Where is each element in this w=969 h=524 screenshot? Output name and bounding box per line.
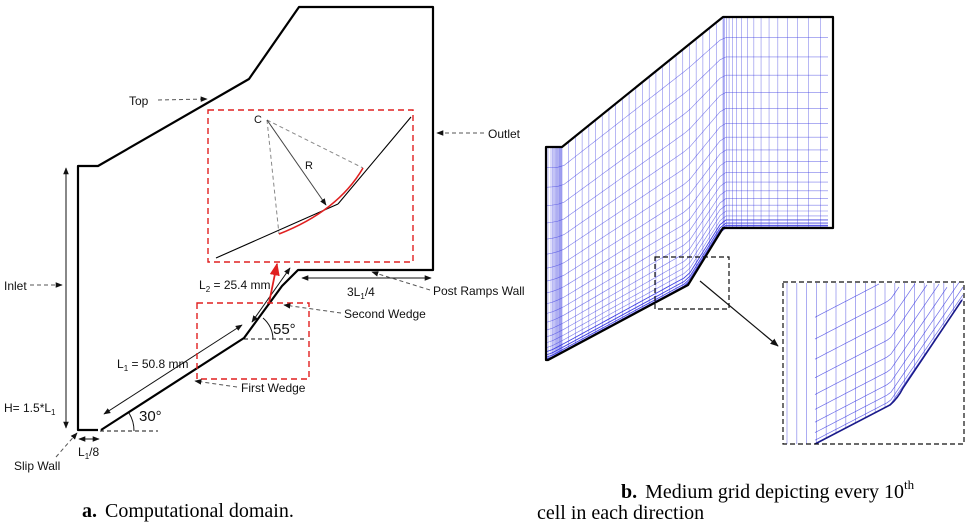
mesh-streamwise-line: [545, 198, 828, 331]
corner-zoom-inset: C R: [207, 109, 414, 263]
inset-second-wedge-line: [337, 116, 412, 205]
l1-dimension-arrow: [103, 324, 243, 415]
slip-wall-label: Slip Wall: [14, 459, 60, 473]
post-ramp-dimension-label: 3L1/4: [347, 285, 375, 301]
mesh-streamwise-line: [545, 172, 828, 305]
l1-dimension-label: L1 = 50.8 mm: [117, 357, 189, 373]
inset-radius-label: R: [305, 160, 313, 172]
first-wedge-angle-arc: [128, 412, 135, 432]
outlet-label: Outlet: [488, 127, 521, 141]
first-wedge-angle-label: 30°: [139, 408, 162, 425]
mesh-streamwise-line: [545, 108, 828, 240]
mesh-streamwise-line: [545, 149, 828, 282]
mesh-streamwise-line: [545, 204, 828, 338]
zoom-link-arrow: [268, 262, 280, 304]
mesh-grid-lines: [545, 17, 834, 361]
slip-wall-callout-arrow: [55, 432, 78, 458]
panel-a: H= 1.5*L1 L1 = 50.8 mm L2 = 25.4 mm 3L1/…: [4, 5, 525, 522]
first-wedge-label: First Wedge: [241, 381, 306, 395]
second-wedge-label: Second Wedge: [344, 307, 426, 321]
inset-frame: [207, 109, 414, 263]
mesh-streamwise-line: [545, 56, 828, 188]
caption-b-line2: cell in each direction: [537, 502, 704, 524]
mesh-streamwise-line: [545, 122, 828, 255]
top-callout-arrow: [157, 96, 208, 102]
mesh-zoom-streamwise-line: [814, 283, 940, 395]
mesh-zoom-streamwise-line: [814, 283, 880, 318]
mesh-streamwise-line: [545, 215, 828, 349]
inset-center-label: C: [254, 114, 262, 126]
caption-b-line1: b.Medium grid depicting every 10th: [621, 477, 915, 503]
height-dimension-label: H= 1.5*L1: [4, 401, 56, 417]
inset-fillet-curve: [278, 167, 364, 235]
mesh-zoom-streamwise-line: [818, 298, 964, 443]
mesh-zoom-streamwise-line: [814, 283, 916, 360]
mesh-streamwise-line: [545, 161, 828, 294]
inset-radius-line-b: [266, 119, 364, 169]
mesh-zoom-streamwise-line: [814, 287, 948, 410]
mesh-streamwise-line: [545, 224, 828, 358]
mesh-corner-highlight-box: [654, 256, 730, 310]
l2-dimension-label: L2 = 25.4 mm: [199, 278, 271, 294]
post-ramps-wall-label: Post Ramps Wall: [433, 284, 525, 298]
mesh-zoom-grid: [786, 282, 964, 445]
second-wedge-angle-label: 55°: [273, 321, 296, 338]
mesh-zoom-inset-frame: [782, 281, 965, 445]
inset-first-wedge-line: [215, 203, 339, 259]
mesh-streamwise-line: [545, 92, 828, 224]
mesh-streamwise-line: [545, 190, 828, 323]
slip-wall-dimension-label: L1/8: [78, 445, 99, 461]
corner-highlight-box: [196, 302, 310, 380]
mesh-zoom-streamwise-line: [814, 284, 928, 379]
mesh-streamwise-line: [545, 222, 828, 356]
mesh-streamwise-line: [545, 37, 828, 169]
mesh-zoom-link-arrow: [699, 280, 779, 347]
caption-a: a.Computational domain.: [82, 500, 294, 522]
second-wedge-callout-arrow: [283, 303, 342, 314]
mesh-streamwise-line: [545, 219, 828, 353]
panel-b: b.Medium grid depicting every 10th cell …: [537, 15, 965, 524]
mesh-zoom-streamwise-line: [814, 294, 964, 441]
inlet-label: Inlet: [4, 279, 27, 293]
mesh-zoom-streamwise-line: [814, 286, 900, 340]
mesh-zoom-wall: [814, 299, 963, 445]
mesh-zoom-streamwise-line: [814, 286, 964, 433]
mesh-zoom-streamwise-line: [814, 282, 960, 423]
second-wedge-angle-arc: [262, 317, 274, 340]
mesh-streamwise-line: [545, 210, 828, 344]
top-label: Top: [129, 94, 149, 108]
inset-radius-line-a: [266, 119, 280, 235]
mesh-streamwise-line: [545, 181, 828, 314]
first-wedge-callout-arrow: [194, 379, 238, 388]
mesh-domain-outline: [544, 15, 835, 362]
mesh-streamwise-line: [545, 227, 828, 361]
inset-radius-r-line: [266, 119, 327, 206]
post-ramps-wall-callout-arrow: [371, 271, 431, 291]
mesh-streamwise-line: [545, 136, 828, 269]
mesh-streamwise-line: [545, 74, 828, 207]
